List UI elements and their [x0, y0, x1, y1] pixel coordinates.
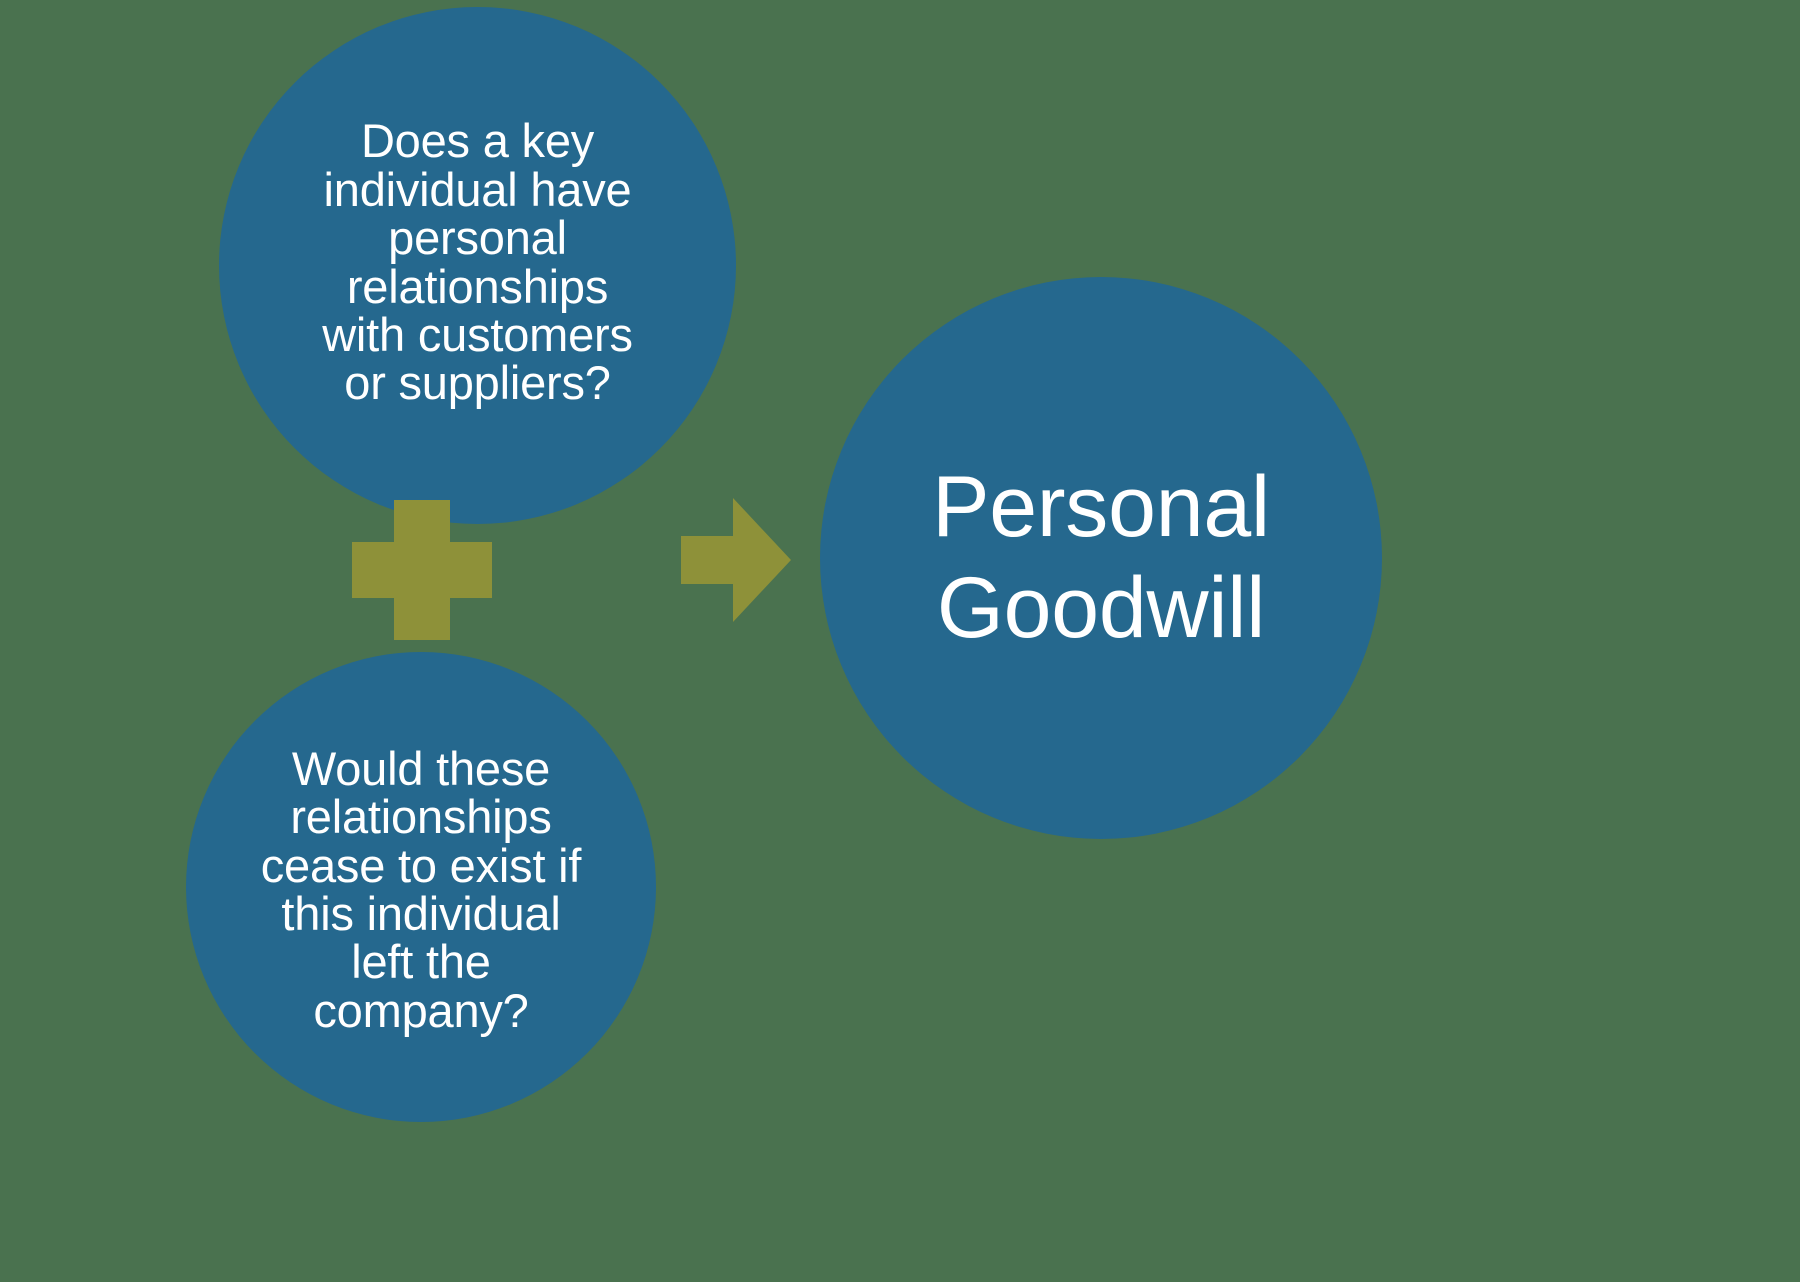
- result-text: Personal Goodwill: [932, 458, 1270, 656]
- question-bottom-text: Would these relationships cease to exist…: [260, 741, 582, 1037]
- plus-icon: [352, 500, 492, 640]
- question-circle-top: Does a key individual have personal rela…: [219, 7, 736, 524]
- arrow-right-icon: [681, 498, 791, 622]
- question-top-text: Does a key individual have personal rela…: [322, 114, 633, 410]
- result-circle-personal-goodwill: Personal Goodwill: [820, 277, 1382, 839]
- question-circle-bottom: Would these relationships cease to exist…: [186, 652, 656, 1122]
- plus-icon-vertical-bar: [394, 500, 450, 640]
